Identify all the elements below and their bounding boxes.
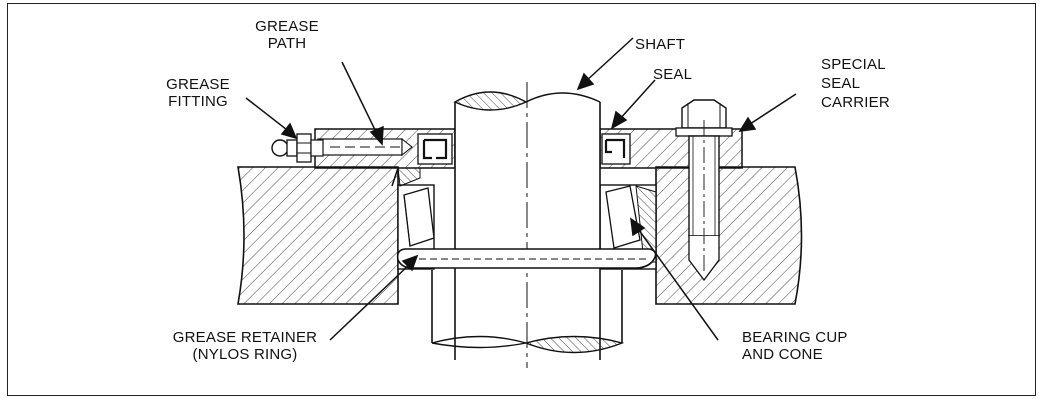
label-shaft: SHAFT xyxy=(635,36,686,53)
grease-fitting-part xyxy=(271,133,324,163)
label-bearing-cup-cone: BEARING CUP AND CONE xyxy=(742,329,848,363)
label-grease-fitting: GREASE FITTING xyxy=(166,76,230,110)
housing-left xyxy=(237,166,399,305)
label-grease-path: GREASE PATH xyxy=(255,18,319,52)
shaft-part xyxy=(431,82,625,390)
label-grease-retainer: GREASE RETAINER (NYLOS RING) xyxy=(172,329,318,363)
label-special-seal-carrier: SPECIAL SEAL CARRIER xyxy=(821,56,890,111)
cap-screw-part xyxy=(675,99,733,282)
label-seal: SEAL xyxy=(653,66,693,83)
grease-retainer-ring xyxy=(396,248,657,269)
